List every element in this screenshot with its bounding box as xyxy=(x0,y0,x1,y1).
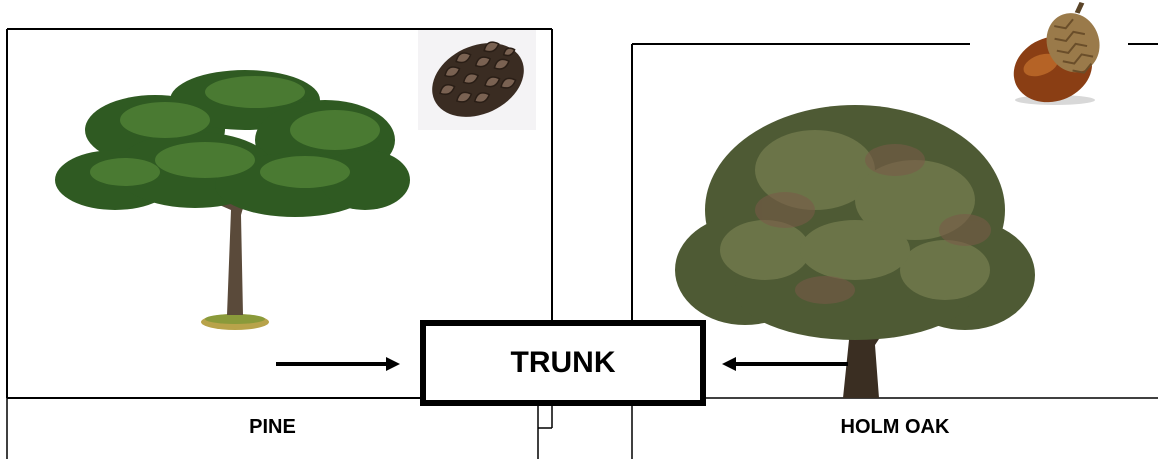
acorn-icon xyxy=(1013,1,1100,105)
pine-label: PINE xyxy=(249,416,296,438)
holm-oak-label: HOLM OAK xyxy=(840,416,950,438)
trunk-box: TRUNK xyxy=(420,320,706,406)
pine-cone-icon xyxy=(418,30,536,130)
pine-tree-icon xyxy=(55,70,410,330)
holm-oak-tree-icon xyxy=(675,105,1035,398)
trunk-label: TRUNK xyxy=(510,346,616,379)
left-arrow xyxy=(276,357,400,371)
right-arrow xyxy=(722,357,848,371)
